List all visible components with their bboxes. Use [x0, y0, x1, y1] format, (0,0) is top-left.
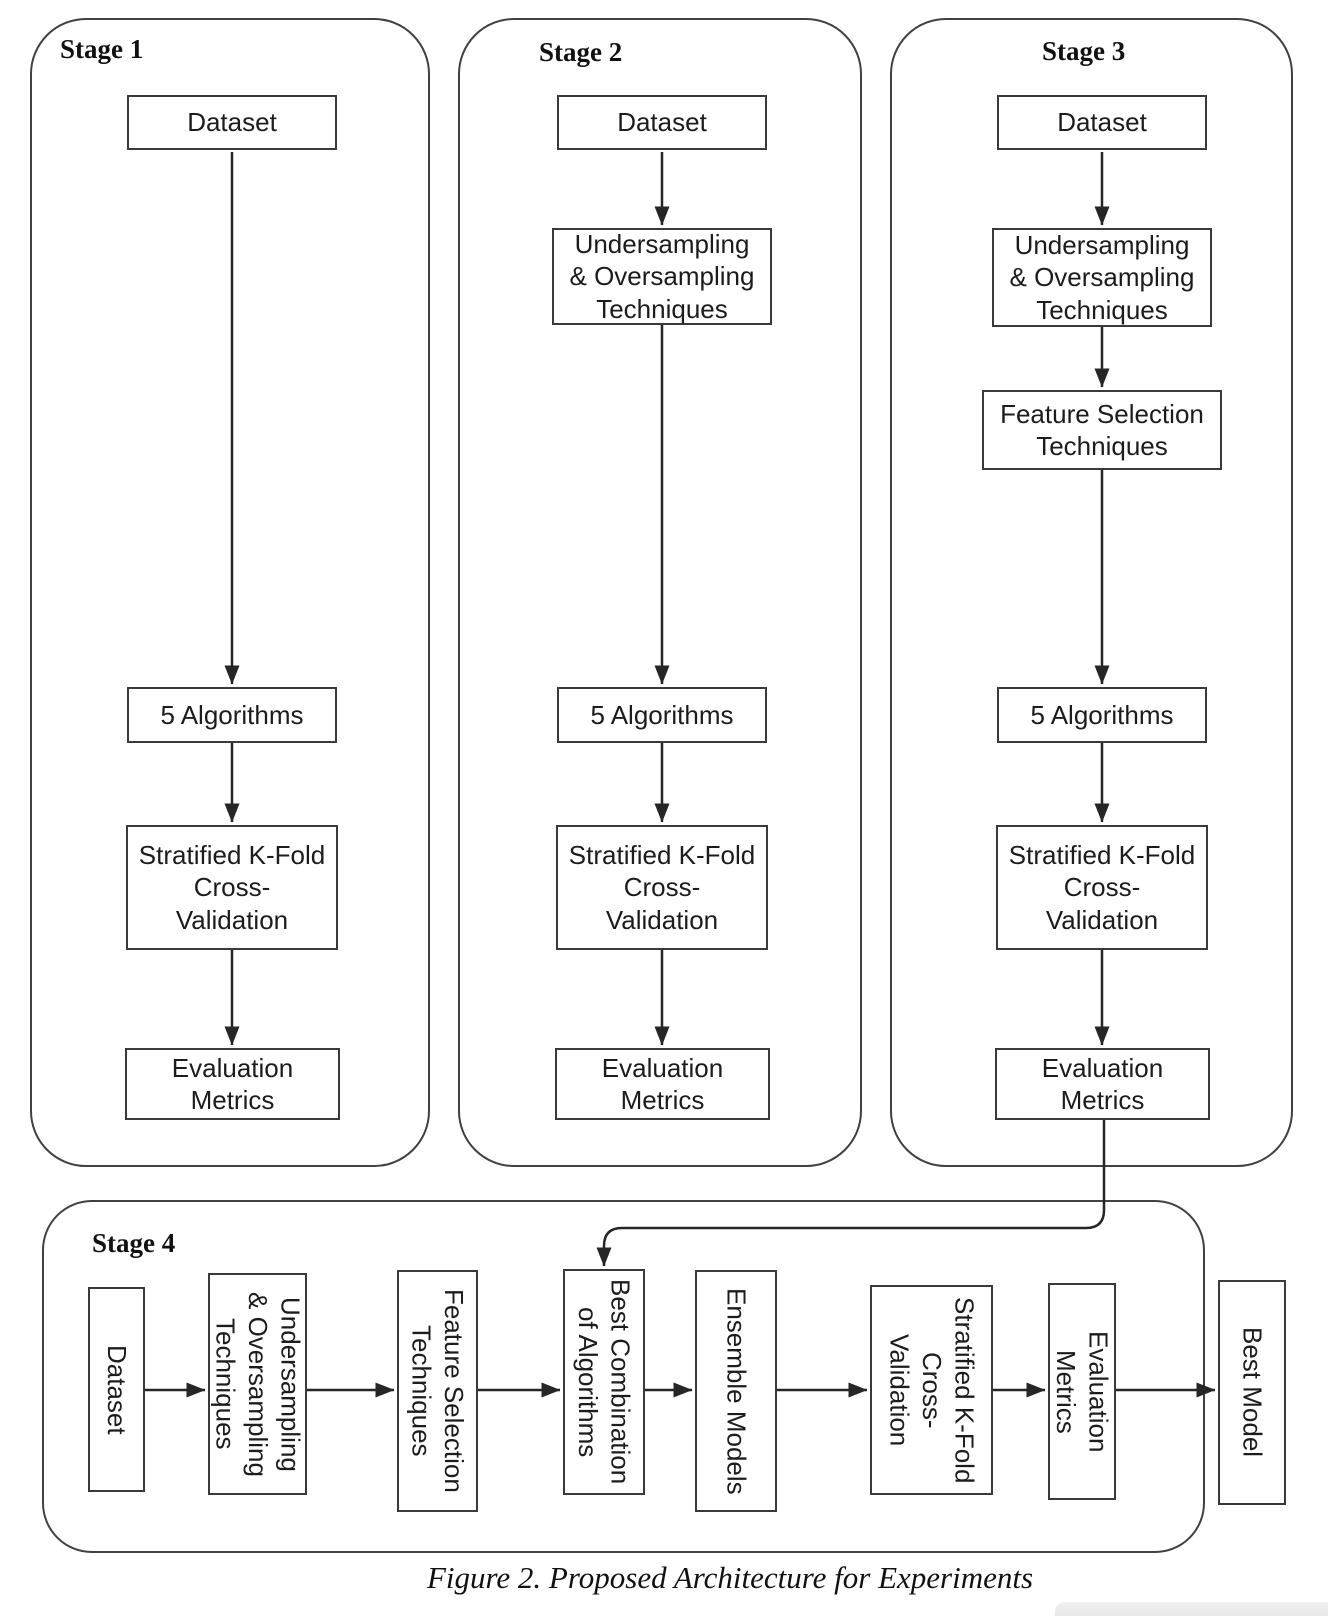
- stage4-evaluation-metrics-box: Evaluation Metrics: [1048, 1283, 1116, 1500]
- stage2-evaluation-metrics-box: Evaluation Metrics: [555, 1048, 770, 1120]
- stage4-ensemble-models-box: Ensemble Models: [695, 1270, 777, 1512]
- stage2-label: Stage 2: [539, 37, 623, 67]
- stage4-best-model-box: Best Model: [1218, 1280, 1286, 1505]
- stage3-label: Stage 3: [1042, 36, 1126, 66]
- stage1-dataset-box: Dataset: [127, 95, 337, 150]
- stage4-container: Stage 4: [42, 1200, 1205, 1553]
- bottom-right-artifact: [1055, 1602, 1328, 1616]
- stage1-evaluation-metrics-box: Evaluation Metrics: [125, 1048, 340, 1120]
- stage3-dataset-box: Dataset: [997, 95, 1207, 150]
- stage4-cross-validation-box: Stratified K-Fold Cross- Validation: [870, 1285, 993, 1495]
- stage4-dataset-box: Dataset: [88, 1287, 145, 1492]
- stage2-cross-validation-box: Stratified K-Fold Cross- Validation: [556, 825, 768, 950]
- stage3-cross-validation-box: Stratified K-Fold Cross- Validation: [996, 825, 1208, 950]
- stage3-sampling-box: Undersampling & Oversampling Techniques: [992, 228, 1212, 327]
- stage1-label: Stage 1: [60, 34, 144, 64]
- stage2-dataset-box: Dataset: [557, 95, 767, 150]
- stage1-algorithms-box: 5 Algorithms: [127, 687, 337, 743]
- figure-caption: Figure 2. Proposed Architecture for Expe…: [426, 1560, 1034, 1595]
- stage4-sampling-box: Undersampling & Oversampling Techniques: [208, 1273, 307, 1495]
- stage4-best-combination-box: Best Combination of Algorithms: [563, 1269, 645, 1495]
- stage3-evaluation-metrics-box: Evaluation Metrics: [995, 1048, 1210, 1120]
- stage1-cross-validation-box: Stratified K-Fold Cross- Validation: [126, 825, 338, 950]
- stage2-algorithms-box: 5 Algorithms: [557, 687, 767, 743]
- stage3-container: Stage 3: [890, 18, 1293, 1167]
- stage3-feature-selection-box: Feature Selection Techniques: [982, 390, 1222, 470]
- stage1-container: Stage 1: [30, 18, 430, 1167]
- stage3-algorithms-box: 5 Algorithms: [997, 687, 1207, 743]
- stage4-feature-selection-box: Feature Selection Techniques: [397, 1270, 478, 1512]
- stage2-container: Stage 2: [458, 18, 862, 1167]
- stage4-label: Stage 4: [92, 1228, 176, 1258]
- stage2-sampling-box: Undersampling & Oversampling Techniques: [552, 228, 772, 325]
